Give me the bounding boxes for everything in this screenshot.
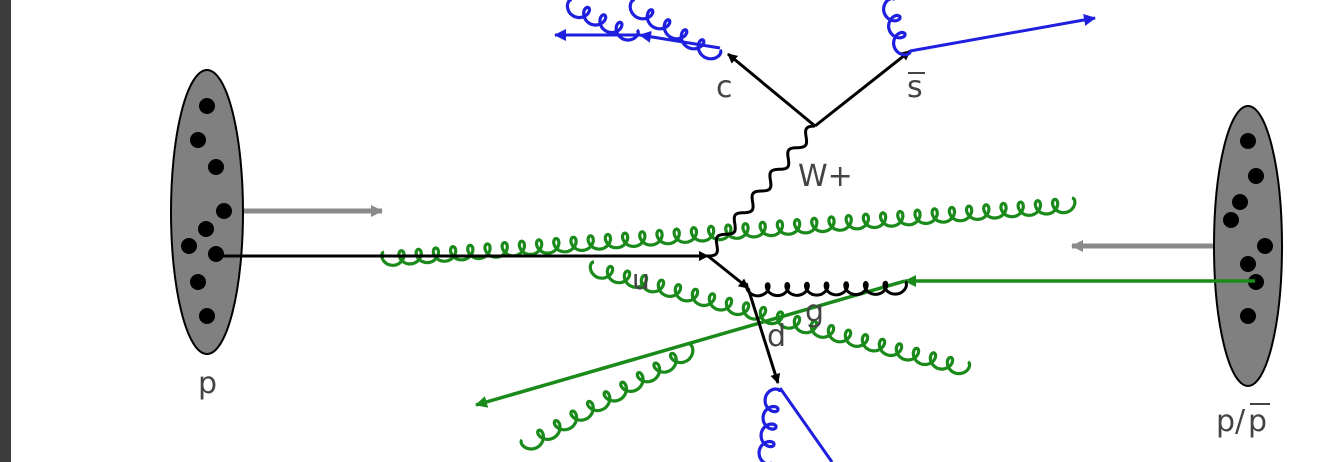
green-gluon-helices	[380, 196, 1077, 451]
gluon-label: g	[805, 294, 824, 329]
sbar-quark-line	[814, 49, 911, 128]
w-boson-wavy-line	[707, 124, 816, 258]
left-edge-bar	[0, 0, 11, 462]
blue-gluon-helices	[565, 0, 912, 462]
d-quark-line	[746, 287, 781, 384]
d-quark-label: d	[767, 319, 786, 354]
u-quark-line	[707, 254, 749, 290]
proton-partons	[181, 98, 232, 324]
antiproton-label: p/	[1216, 404, 1246, 439]
outgoing-green-line	[475, 279, 906, 408]
antiproton-bar-label: p	[1248, 404, 1267, 439]
emitted-gluon-coil	[745, 280, 908, 298]
blue-helix-top-mid	[628, 0, 723, 61]
green-helix-lower	[588, 260, 972, 376]
c-quark-label: c	[716, 70, 733, 105]
blue-helix-top-left	[565, 0, 640, 42]
antiproton-partons	[1223, 133, 1273, 324]
proton-ellipse	[170, 69, 244, 355]
sbar-quark-label: s	[907, 70, 923, 105]
blue-jet-line-d	[778, 387, 834, 462]
blue-jet-arrow-right	[909, 14, 1096, 53]
u-quark-label: u	[632, 263, 650, 296]
w-boson-label: W+	[798, 159, 853, 194]
green-helix-long	[380, 196, 1077, 267]
antiproton-ellipse	[1213, 105, 1283, 387]
blue-jet-line-c	[639, 30, 721, 50]
blue-helix-top-right	[881, 0, 912, 57]
c-quark-line	[727, 52, 816, 128]
green-helix-bottom	[519, 342, 695, 451]
proton-label: p	[198, 366, 217, 401]
blue-helix-bottom	[757, 387, 782, 462]
